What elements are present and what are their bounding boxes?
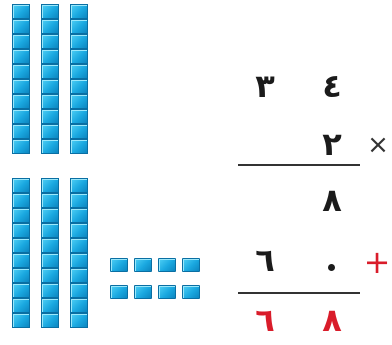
unit-cube-icon: [158, 285, 176, 299]
unit-cube-icon: [110, 258, 128, 272]
unit-cube-icon: [134, 285, 152, 299]
rod-cube: [12, 94, 30, 109]
rod-cube: [12, 193, 30, 208]
tens-rod-icon: [41, 178, 59, 328]
multiplicand-tens-digit: ٣: [248, 68, 282, 104]
zero-digit-dot: [328, 264, 335, 271]
rod-cube: [70, 313, 88, 328]
rod-cube: [70, 49, 88, 64]
partial-ones-digit: ٨: [315, 182, 349, 218]
rod-cube: [70, 253, 88, 268]
rod-cube: [70, 283, 88, 298]
multiplicand-ones-digit: ٤: [315, 68, 349, 104]
rod-cube: [12, 223, 30, 238]
rod-cube: [41, 94, 59, 109]
rod-cube: [41, 124, 59, 139]
rod-cube: [70, 4, 88, 19]
rod-cube: [12, 34, 30, 49]
rod-cube: [70, 298, 88, 313]
rod-cube: [41, 19, 59, 34]
rod-cube: [41, 208, 59, 223]
rod-cube: [12, 283, 30, 298]
rod-cube: [12, 298, 30, 313]
second-rule-line: [238, 292, 360, 294]
rod-cube: [41, 253, 59, 268]
rod-cube: [70, 193, 88, 208]
partial-tens-tens-digit: ٦: [248, 242, 282, 278]
times-sign: ×: [364, 130, 392, 160]
rod-cube: [41, 313, 59, 328]
rod-cube: [12, 238, 30, 253]
rod-cube: [41, 4, 59, 19]
tens-rod-icon: [12, 4, 30, 154]
rod-cube: [41, 238, 59, 253]
result-tens-digit: ٦: [248, 302, 282, 338]
rod-cube: [41, 193, 59, 208]
rod-cube: [12, 79, 30, 94]
unit-cube-icon: [182, 285, 200, 299]
multiplier-ones-digit: ٢: [315, 126, 349, 162]
rod-cube: [12, 109, 30, 124]
rod-cube: [12, 253, 30, 268]
tens-rod-icon: [41, 4, 59, 154]
rod-cube: [41, 139, 59, 154]
rod-cube: [12, 124, 30, 139]
rod-cube: [70, 139, 88, 154]
rod-cube: [70, 64, 88, 79]
rod-cube: [41, 34, 59, 49]
rod-cube: [41, 298, 59, 313]
tens-rod-icon: [70, 4, 88, 154]
rod-cube: [70, 178, 88, 193]
rod-cube: [41, 109, 59, 124]
rod-cube: [70, 238, 88, 253]
tens-rod-icon: [12, 178, 30, 328]
tens-rod-icon: [70, 178, 88, 328]
rod-cube: [70, 34, 88, 49]
unit-cube-icon: [182, 258, 200, 272]
rod-cube: [12, 178, 30, 193]
rod-cube: [70, 208, 88, 223]
rod-cube: [70, 109, 88, 124]
rod-cube: [70, 268, 88, 283]
rod-cube: [12, 139, 30, 154]
rod-cube: [12, 268, 30, 283]
rod-cube: [12, 4, 30, 19]
rod-cube: [41, 268, 59, 283]
first-rule-line: [238, 164, 360, 166]
unit-cube-icon: [134, 258, 152, 272]
rod-cube: [70, 94, 88, 109]
rod-cube: [12, 208, 30, 223]
rod-cube: [41, 49, 59, 64]
unit-cube-icon: [110, 285, 128, 299]
rod-cube: [41, 178, 59, 193]
rod-cube: [41, 64, 59, 79]
rod-cube: [12, 313, 30, 328]
unit-cube-icon: [158, 258, 176, 272]
rod-cube: [12, 19, 30, 34]
rod-cube: [12, 64, 30, 79]
rod-cube: [41, 283, 59, 298]
plus-sign: +: [360, 244, 392, 280]
result-ones-digit: ٨: [315, 302, 349, 338]
rod-cube: [41, 223, 59, 238]
rod-cube: [41, 79, 59, 94]
rod-cube: [12, 49, 30, 64]
rod-cube: [70, 223, 88, 238]
rod-cube: [70, 19, 88, 34]
rod-cube: [70, 124, 88, 139]
rod-cube: [70, 79, 88, 94]
